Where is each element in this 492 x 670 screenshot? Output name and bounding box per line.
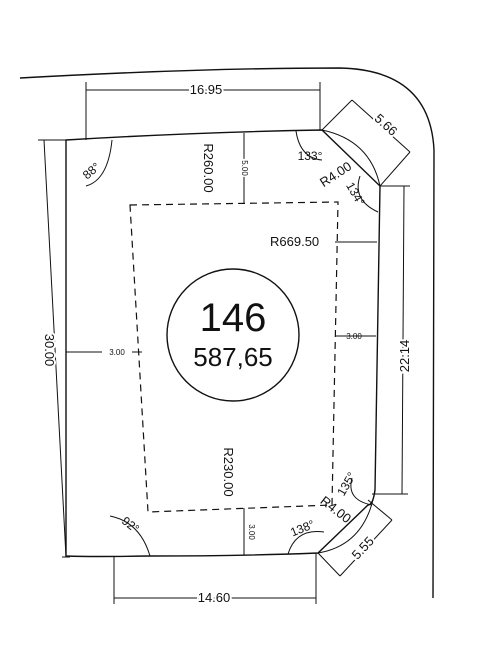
angle-top-chamfer-1: 133°	[298, 149, 323, 163]
lot-number: 146	[200, 296, 267, 340]
left-dim-line	[43, 139, 67, 558]
angle-arc-top-chamfer-2	[357, 175, 379, 213]
front-setback-label: 5.00	[240, 160, 249, 176]
angle-bottom-chamfer-2: 138°	[288, 517, 316, 539]
angle-arc-bottom-chamfer-2	[287, 530, 325, 555]
left-dimension: 30.00	[42, 334, 57, 367]
left-setback-label: 3.00	[109, 348, 125, 357]
right-dimension: 22.14	[397, 340, 412, 373]
corner-arc-top	[321, 129, 381, 187]
lot-boundary	[65, 129, 381, 558]
rear-setback-label: 3.00	[247, 524, 256, 540]
chamfer-top-dimension: 5.66	[372, 111, 401, 139]
chamfer-top-dim-line	[351, 99, 411, 153]
chamfer-top-ext-2	[379, 151, 411, 187]
angle-arc-top-left	[85, 139, 113, 187]
chamfer-top-ext-1	[321, 99, 353, 131]
top-curve-radius: R260.00	[201, 143, 216, 192]
chamfer-bottom-ext-1	[367, 499, 393, 521]
bottom-curve-radius: R230.00	[221, 447, 236, 496]
chamfer-bottom-ext-2	[317, 552, 341, 577]
chamfer-bottom-dimension: 5.55	[349, 534, 377, 563]
bottom-corner-radius: R4.00	[317, 493, 354, 526]
corner-arc-bottom	[317, 489, 376, 554]
angle-top-left: 88°	[80, 160, 103, 183]
angle-arc-bottom-left	[109, 515, 151, 557]
right-curve-radius: R669.50	[270, 234, 319, 249]
chamfer-bottom-dim-line	[339, 519, 393, 577]
angle-bottom-chamfer-1: 135°	[334, 470, 359, 499]
top-dimension: 16.95	[190, 82, 223, 97]
building-setback-envelope	[129, 201, 339, 513]
angle-arc-bottom-chamfer	[350, 477, 373, 506]
bottom-dimension: 14.60	[198, 590, 231, 605]
angle-top-chamfer-2: 134°	[343, 180, 368, 209]
road-edge-line	[19, 67, 435, 599]
lot-label-circle	[166, 268, 300, 402]
right-setback-label: 3.00	[346, 332, 362, 341]
angle-arc-top-chamfer	[295, 130, 323, 161]
lot-area: 587,65	[193, 342, 273, 372]
right-dim-line	[401, 185, 405, 495]
